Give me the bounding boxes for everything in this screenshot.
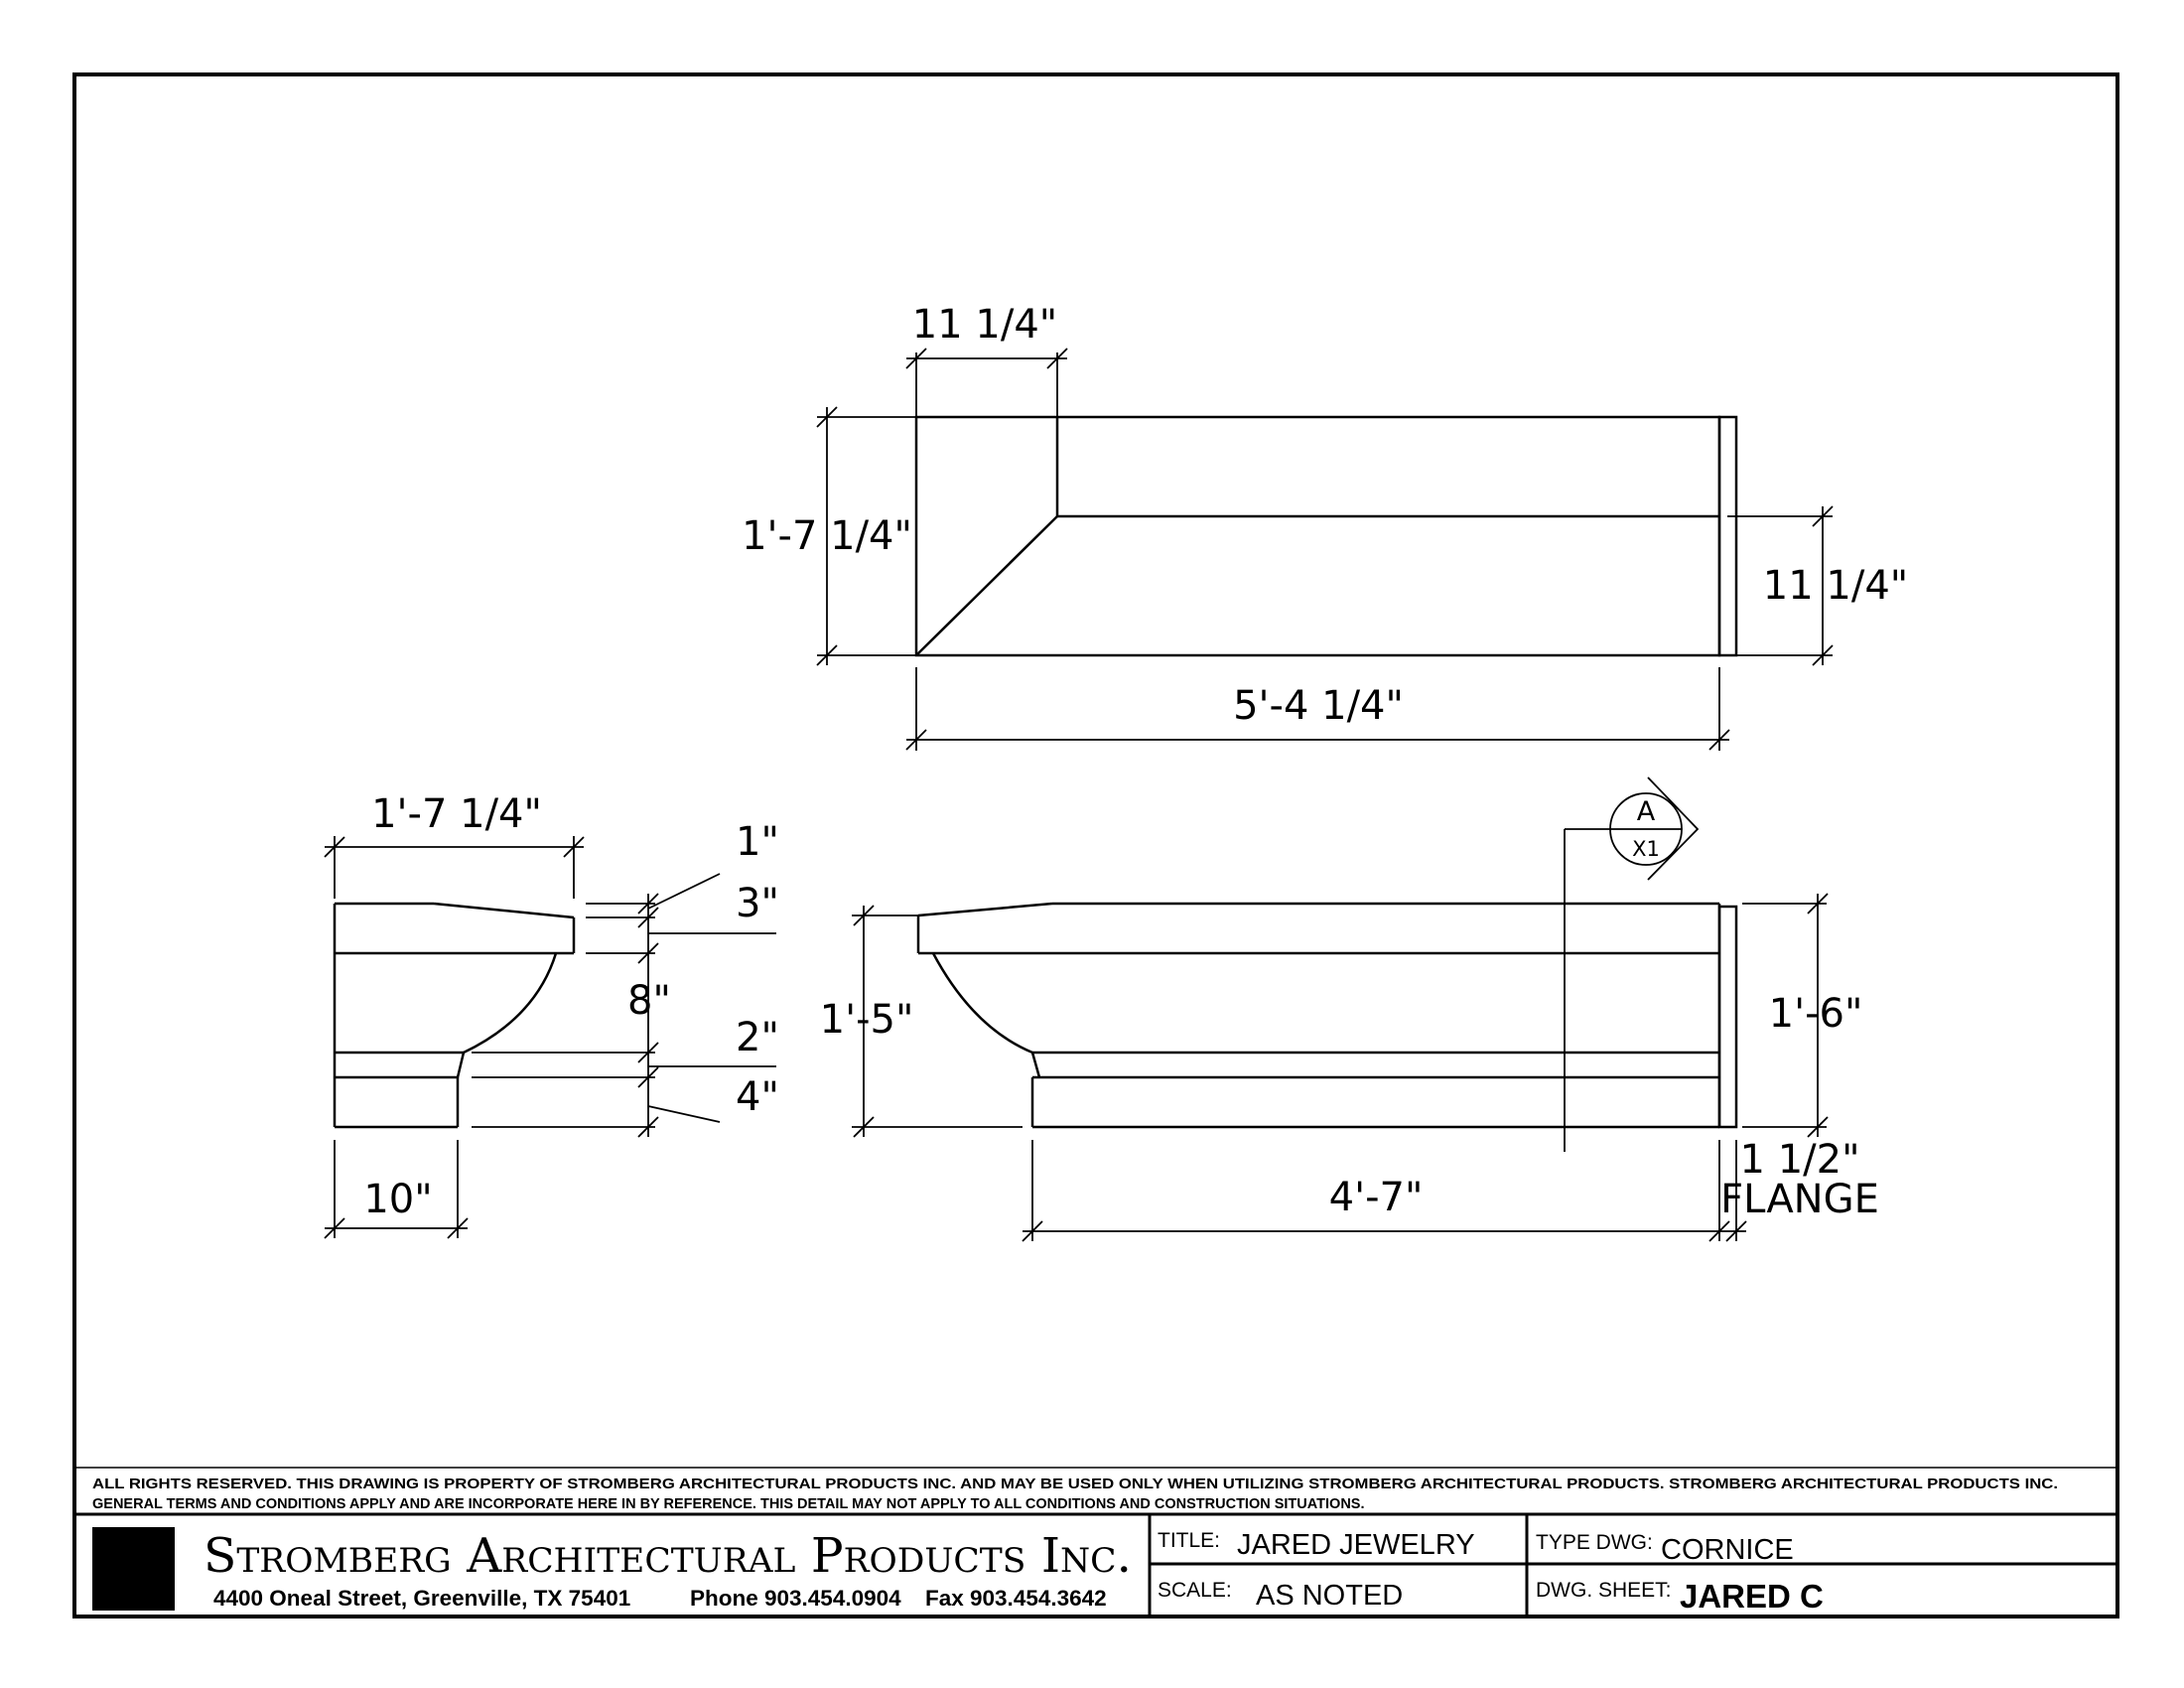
disclaimer-line-2: GENERAL TERMS AND CONDITIONS APPLY AND A… — [92, 1496, 1365, 1512]
section-direction-arrow — [1647, 776, 1700, 881]
top-view-dim-right-height: 11 1/4" — [1763, 563, 1908, 609]
top-view-dim-length: 5'-4 1/4" — [1233, 683, 1404, 729]
title-value: JARED JEWELRY — [1237, 1529, 1475, 1561]
side-profile-dimensions — [324, 836, 776, 1239]
title-block — [74, 1467, 2117, 1617]
type-dwg-label: TYPE DWG: — [1536, 1531, 1653, 1554]
front-elevation-flange-label: FLANGE — [1720, 1177, 1879, 1222]
company-phone: Phone 903.454.0904 — [690, 1586, 901, 1611]
company-address: 4400 Oneal Street, Greenville, TX 75401 — [213, 1586, 630, 1611]
disclaimer-line-1: ALL RIGHTS RESERVED. THIS DRAWING IS PRO… — [92, 1477, 2058, 1492]
section-tag-letter: A — [1637, 796, 1656, 827]
side-profile-dim-3: 3" — [736, 881, 779, 926]
scale-label: SCALE: — [1158, 1579, 1232, 1602]
dwg-sheet-label: DWG. SHEET: — [1536, 1579, 1672, 1602]
side-profile-dim-4: 4" — [736, 1074, 779, 1120]
dwg-sheet-value: JARED C — [1680, 1578, 1824, 1615]
top-view-dim-left-height: 1'-7 1/4" — [742, 513, 912, 559]
sheet-border — [72, 72, 2119, 1618]
top-view-dimensions — [816, 348, 1834, 751]
side-profile-dim-2: 2" — [736, 1015, 779, 1060]
side-profile-dim-1: 1" — [736, 819, 779, 865]
front-elevation-dimensions — [852, 893, 1829, 1242]
side-profile-dim-depth: 1'-7 1/4" — [371, 791, 542, 837]
section-cut — [1564, 776, 1700, 1152]
title-label: TITLE: — [1158, 1529, 1220, 1552]
company-logo — [92, 1527, 175, 1611]
side-profile-dim-8: 8" — [627, 978, 671, 1024]
front-elevation-dim-flange: 1 1/2" — [1740, 1137, 1860, 1183]
front-elevation-dim-right-height: 1'-6" — [1769, 991, 1863, 1037]
scale-value: AS NOTED — [1256, 1580, 1403, 1612]
side-profile-dim-base: 10" — [363, 1177, 432, 1222]
front-elevation — [916, 902, 1738, 1129]
company-fax: Fax 903.454.3642 — [925, 1586, 1107, 1611]
front-elevation-dim-left-height: 1'-5" — [820, 997, 914, 1043]
top-view-dim-top-width: 11 1/4" — [912, 302, 1057, 348]
top-view — [914, 415, 1738, 657]
front-elevation-dim-length: 4'-7" — [1329, 1175, 1424, 1220]
section-tag-sheet: X1 — [1632, 837, 1660, 861]
type-dwg-value: CORNICE — [1661, 1534, 1794, 1566]
company-name: Stromberg Architectural Products Inc. — [204, 1528, 1132, 1584]
side-profile — [333, 902, 576, 1129]
